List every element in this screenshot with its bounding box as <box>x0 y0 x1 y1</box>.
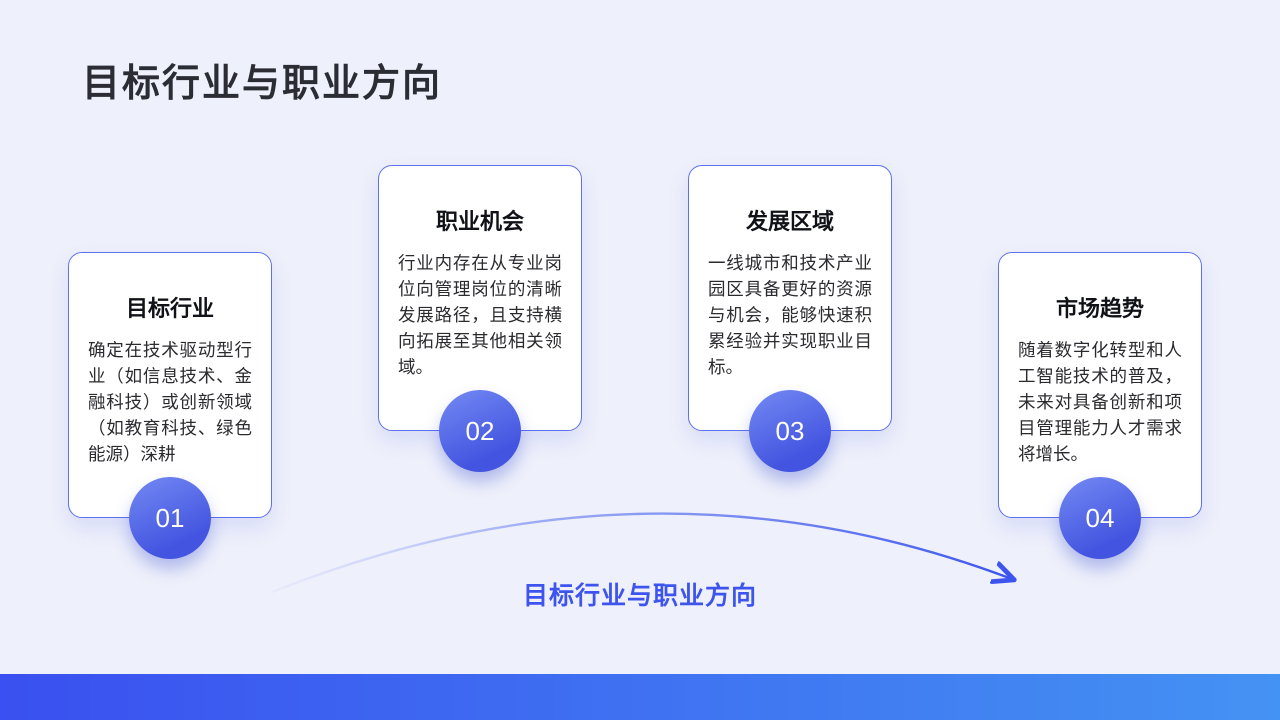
card-development-region: 发展区域 一线城市和技术产业园区具备更好的资源与机会，能够快速积累经验并实现职业… <box>688 165 892 472</box>
card-body: 行业内存在从专业岗位向管理岗位的清晰发展路径，且支持横向拓展至其他相关领域。 <box>398 253 562 377</box>
card-title: 职业机会 <box>435 209 524 234</box>
card-title: 市场趋势 <box>1055 296 1144 321</box>
card-body: 随着数字化转型和人工智能技术的普及，未来对具备创新和项目管理能力人才需求将增长。 <box>1018 340 1182 464</box>
card-market-trend: 市场趋势 随着数字化转型和人工智能技术的普及，未来对具备创新和项目管理能力人才需… <box>998 252 1202 559</box>
footer-accent-bar <box>0 674 1280 720</box>
step-number-badge: 04 <box>1059 477 1141 559</box>
card-body: 一线城市和技术产业园区具备更好的资源与机会，能够快速积累经验并实现职业目标。 <box>708 253 872 377</box>
step-number-badge: 01 <box>129 477 211 559</box>
flow-caption: 目标行业与职业方向 <box>522 582 757 610</box>
page-title: 目标行业与职业方向 <box>82 63 443 105</box>
step-number-badge: 02 <box>439 390 521 472</box>
card-target-industry: 目标行业 确定在技术驱动型行业（如信息技术、金融科技）或创新领域（如教育科技、绿… <box>68 252 272 559</box>
step-number-badge: 03 <box>749 390 831 472</box>
card-career-opportunity: 职业机会 行业内存在从专业岗位向管理岗位的清晰发展路径，且支持横向拓展至其他相关… <box>378 165 582 472</box>
card-title: 目标行业 <box>125 296 214 321</box>
card-title: 发展区域 <box>745 209 834 234</box>
card-body: 确定在技术驱动型行业（如信息技术、金融科技）或创新领域（如教育科技、绿色能源）深… <box>88 340 252 464</box>
